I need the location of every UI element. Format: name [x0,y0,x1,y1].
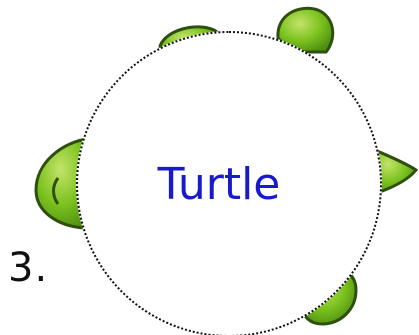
answer-option-circle[interactable]: Turtle [76,31,382,335]
question-number: 3. [8,248,48,288]
answer-option-label: Turtle [158,159,281,210]
